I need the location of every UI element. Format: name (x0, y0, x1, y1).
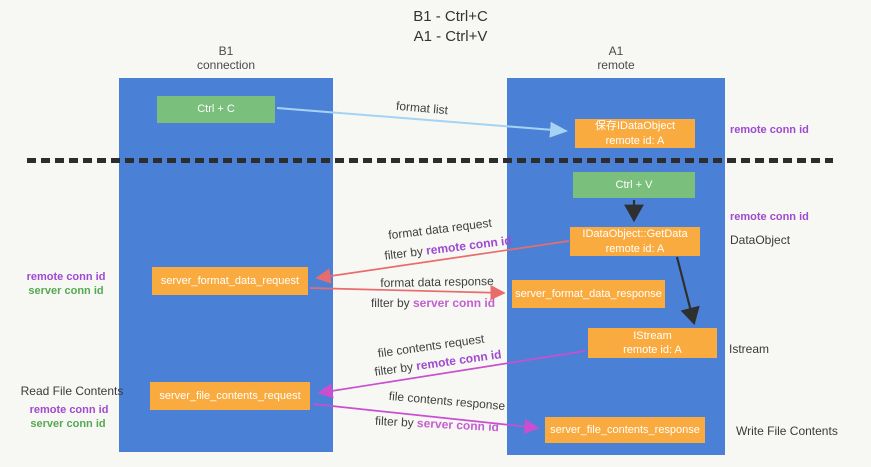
filter-by-text: filter by (374, 413, 418, 430)
label-write-file-contents: Write File Contents (736, 424, 838, 438)
lane-header-a1: A1 remote (507, 44, 725, 73)
label-remote-conn-id-left-2: remote conn id (29, 404, 109, 416)
node-save-idataobject-subtitle: remote id: A (605, 134, 665, 147)
lane-b1-subtitle: connection (196, 57, 256, 72)
label-file-contents-response: file contents response (388, 388, 506, 414)
label-remote-conn-id-right-1: remote conn id (730, 124, 809, 136)
label-remote-conn-id-left-1: remote conn id (26, 271, 106, 283)
node-server-file-contents-request: server_file_contents_request (150, 382, 310, 410)
node-server-file-contents-response: server_file_contents_response (545, 417, 705, 443)
server-conn-id-text: server conn id (416, 415, 500, 435)
lane-a1-subtitle: remote (597, 57, 635, 72)
label-format-list: format list (395, 98, 449, 118)
node-format-request-label: server_format_data_request (160, 274, 300, 287)
node-save-idataobject: 保存IDataObject remote id: A (575, 119, 695, 148)
label-dataobject: DataObject (730, 233, 791, 247)
title-line-2: A1 - Ctrl+V (413, 27, 488, 45)
server-conn-id-text: server conn id (412, 296, 496, 310)
node-format-response-label: server_format_data_response (515, 287, 662, 300)
filter-by-text: filter by (383, 243, 428, 263)
label-server-conn-id-left-2: server conn id (30, 418, 106, 430)
node-ctrl-c: Ctrl + C (157, 96, 275, 123)
lane-a1-name: A1 (608, 44, 624, 58)
node-file-response-label: server_file_contents_response (550, 423, 700, 436)
node-ctrl-v: Ctrl + V (573, 172, 695, 198)
lane-b1-name: B1 (218, 44, 234, 58)
filter-by-text: filter by (373, 359, 418, 379)
node-idataobject-getdata: IDataObject::GetData remote id: A (570, 227, 700, 256)
node-istream: IStream remote id: A (588, 328, 717, 358)
node-server-format-data-response: server_format_data_response (512, 280, 665, 308)
lane-header-b1: B1 connection (119, 44, 333, 73)
diagram-title: B1 - Ctrl+C A1 - Ctrl+V (15, 7, 871, 46)
node-server-format-data-request: server_format_data_request (152, 267, 308, 295)
label-read-file-contents: Read File Contents (20, 384, 124, 398)
label-remote-conn-id-right-2: remote conn id (730, 211, 809, 223)
label-format-data-response: format data response (380, 274, 494, 290)
node-getdata-title: IDataObject::GetData (582, 228, 688, 241)
label-filter-server-1: filter by server conn id (371, 296, 495, 310)
node-ctrl-c-label: Ctrl + C (197, 103, 235, 116)
node-file-request-label: server_file_contents_request (159, 389, 301, 402)
node-ctrl-v-label: Ctrl + V (615, 178, 653, 191)
filter-by-text: filter by (370, 296, 413, 310)
node-save-idataobject-title: 保存IDataObject (594, 120, 676, 133)
label-filter-server-2: filter by server conn id (375, 414, 500, 434)
node-istream-subtitle: remote id: A (623, 344, 682, 356)
node-istream-title: IStream (633, 329, 672, 342)
label-istream: Istream (729, 342, 770, 356)
phase-separator-dashed-line (27, 158, 833, 163)
remote-conn-id-text: remote conn id (425, 233, 513, 258)
title-line-1: B1 - Ctrl+C (413, 8, 488, 25)
node-getdata-subtitle: remote id: A (605, 242, 665, 255)
label-server-conn-id-left-1: server conn id (28, 285, 104, 297)
